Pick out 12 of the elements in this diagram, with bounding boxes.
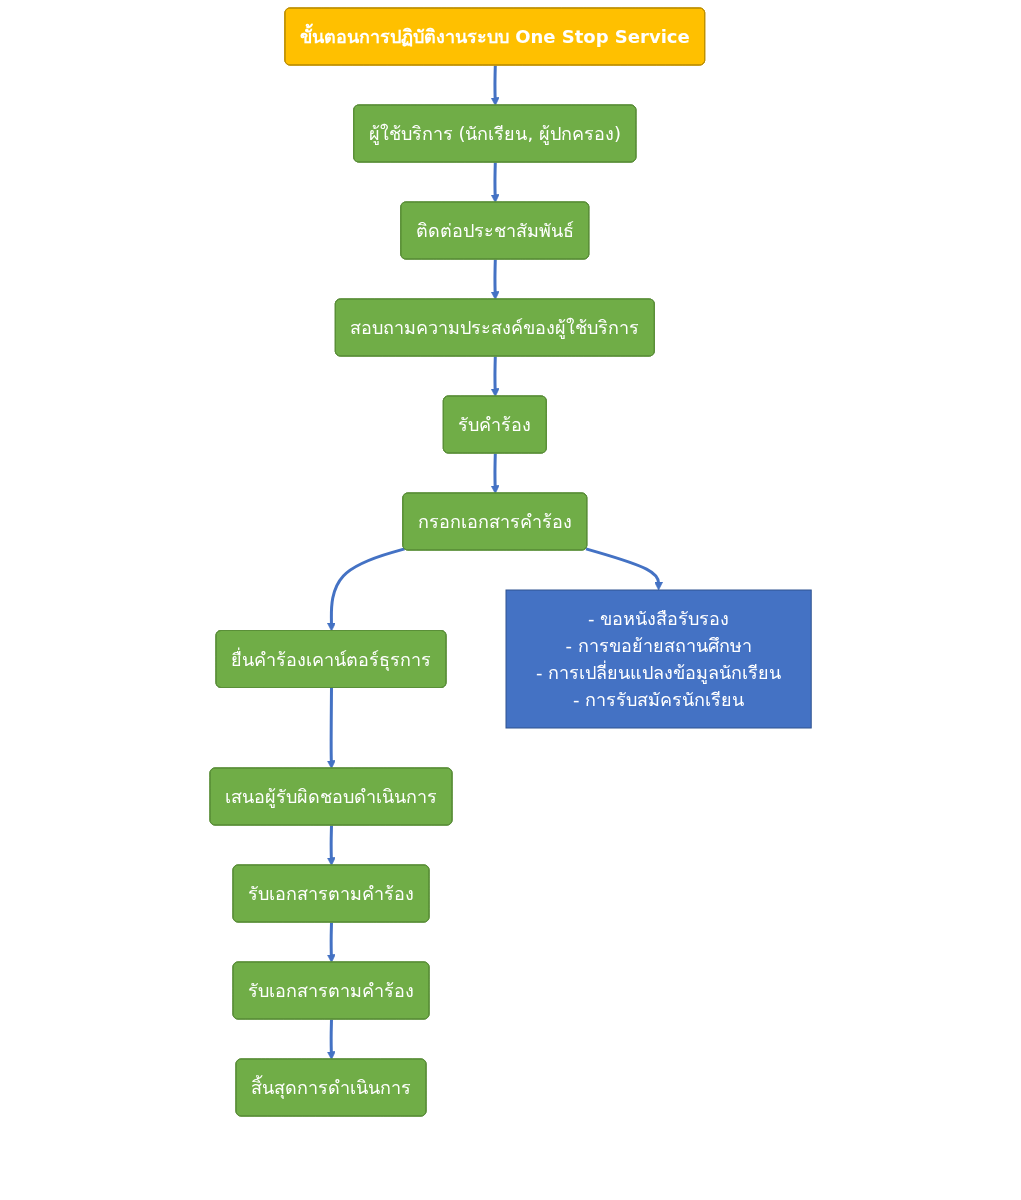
node-box: - ขอหนังสือรับรอง - การขอย้ายสถานศึกษา - การเปลี่ยนแปลงข้อมูลนักเรียน - การรับสมัครนักเรียน: [505, 589, 812, 729]
arrow: [326, 825, 336, 866]
arrow: [490, 65, 500, 106]
arrow: [490, 356, 500, 397]
arrow: [326, 688, 336, 769]
arrow: [326, 1019, 336, 1060]
arrow: [326, 922, 336, 963]
arrow: [490, 453, 500, 494]
arrow: [326, 547, 405, 632]
arrow: [490, 259, 500, 300]
arrow: [585, 547, 663, 591]
arrow: [490, 162, 500, 203]
